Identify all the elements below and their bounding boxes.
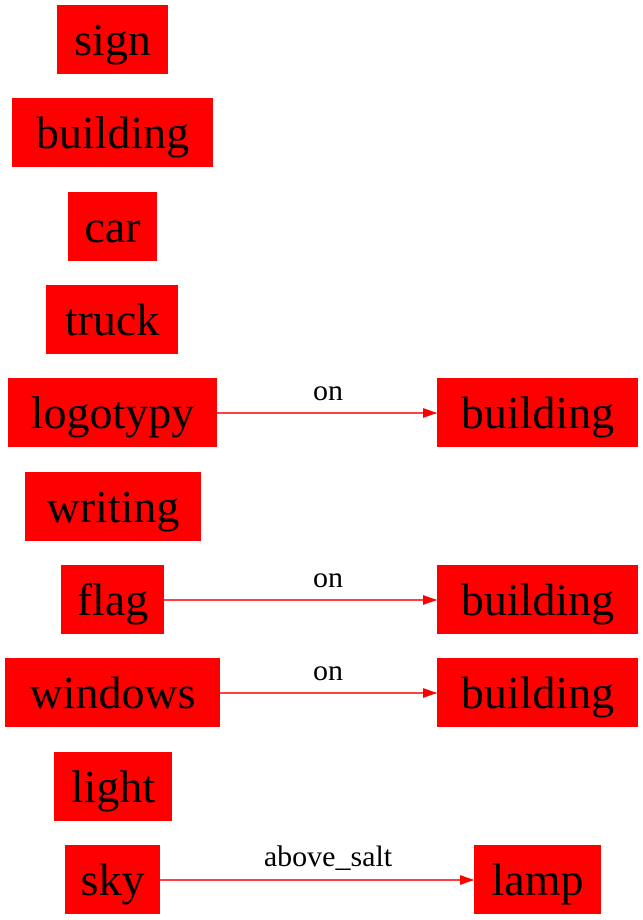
edge-windows-on-building: on	[220, 654, 437, 698]
edge-flag-on-building: on	[164, 561, 437, 605]
edge-label: above_salt	[264, 840, 393, 873]
node-lamp: lamp	[474, 845, 601, 914]
node-light: light	[54, 752, 172, 821]
edge-label: on	[313, 561, 343, 594]
node-car: car	[68, 192, 157, 261]
node-building-target: building	[437, 378, 638, 447]
edge-label: on	[313, 654, 343, 687]
node-sky: sky	[65, 845, 160, 914]
node-writing: writing	[25, 472, 201, 541]
node-flag: flag	[61, 565, 164, 634]
edge-logotypy-on-building: on	[217, 374, 437, 418]
node-logotypy: logotypy	[8, 378, 217, 447]
node-building-target: building	[437, 565, 638, 634]
node-sign: sign	[57, 5, 168, 74]
node-building: building	[12, 98, 213, 167]
edge-label: on	[313, 374, 343, 407]
edge-sky-above-salt-lamp: above_salt	[160, 840, 474, 885]
node-building-target: building	[437, 658, 638, 727]
node-truck: truck	[46, 285, 178, 354]
node-windows: windows	[5, 658, 220, 727]
